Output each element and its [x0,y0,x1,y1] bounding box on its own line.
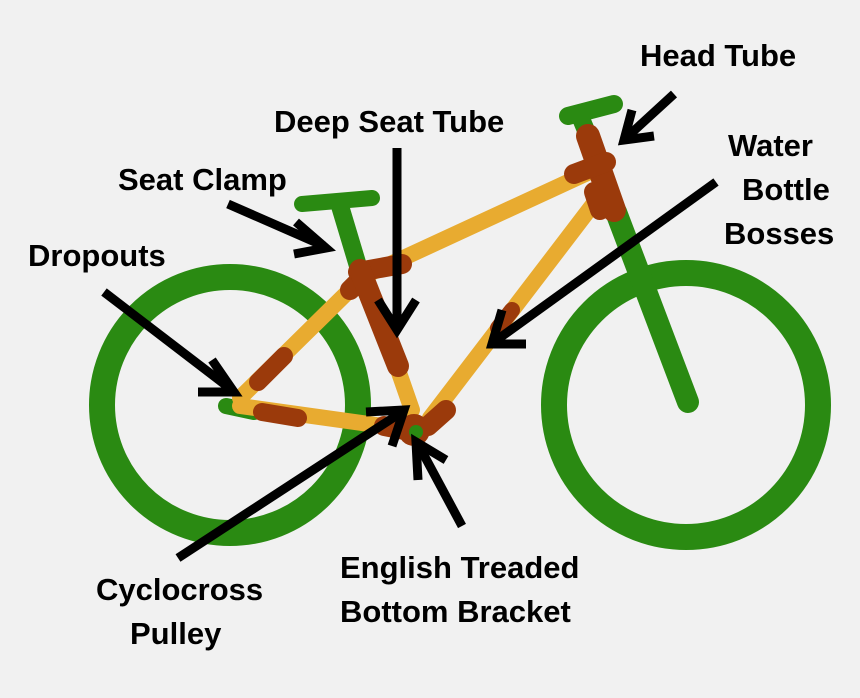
label-head-tube: Head Tube [640,38,796,73]
seatstay-highlight [249,347,293,391]
label-dropouts: Dropouts [28,238,166,273]
label-bb-line2: Bottom Bracket [340,594,571,629]
label-water-line3: Bosses [724,216,834,251]
label-water-line1: Water [728,128,813,163]
label-cyclocross-line1: Cyclocross [96,572,263,607]
label-cyclocross-line2: Pulley [130,616,222,651]
fork [605,201,699,413]
arrow-water-bottle-bosses [485,178,719,349]
label-seat-clamp: Seat Clamp [118,162,287,197]
chainstay-highlight [253,403,307,427]
arrow-head-tube [617,90,678,146]
front-wheel [541,260,831,550]
head-lug-top [564,152,616,184]
arrow-dropouts [101,288,243,397]
label-water-line2: Bottle [742,172,830,207]
label-bb-line1: English Treaded [340,550,579,585]
rear-wheel [89,264,371,546]
arrow-bottom-bracket [411,433,466,529]
saddle [294,190,380,212]
arrow-seat-clamp [226,199,336,259]
deep-seat-tube-highlight [349,259,409,377]
arrow-cyclocross-pulley [175,405,411,562]
head-lug-bottom [584,182,610,220]
label-deep-seat-tube: Deep Seat Tube [274,104,504,139]
seatpost [331,197,367,275]
arrow-deep-seat-tube [374,148,420,339]
bb-lug-downtube [418,400,456,436]
